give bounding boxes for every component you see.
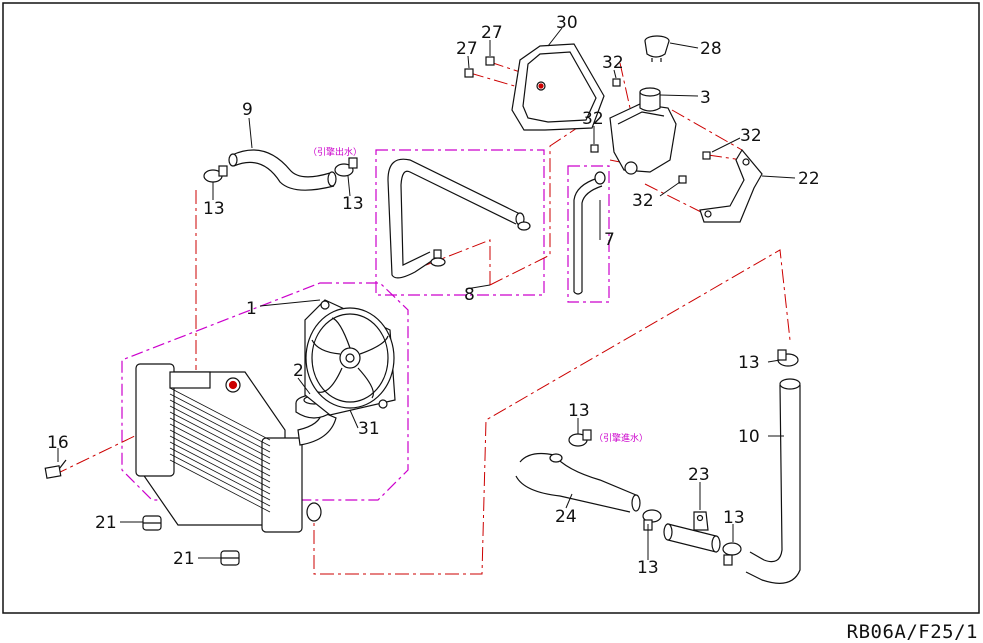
bolt-32-b [590, 144, 599, 153]
callout-27-b: 27 [481, 23, 503, 43]
leader-32-c [711, 137, 741, 153]
leader-radiator-to-hose10 [313, 249, 791, 575]
bolt-32-d [678, 175, 687, 184]
hose-clamp-13-d [642, 509, 662, 531]
bolt-27-a [464, 68, 474, 78]
leader-hose8-clamp [425, 239, 491, 285]
leader-bolt32d [644, 183, 708, 216]
callout-8: 8 [464, 285, 475, 305]
callout-32-c: 32 [740, 126, 762, 146]
leader-bolt32a [619, 62, 631, 109]
cooling-fan [304, 299, 396, 416]
callout-22: 22 [798, 169, 820, 189]
hose-24 [515, 452, 641, 513]
hose-10 [745, 378, 801, 584]
callout-1: 1 [246, 299, 257, 319]
leader-30 [547, 27, 563, 47]
hose-clamp-13-f [777, 349, 799, 367]
leader-3 [659, 94, 699, 97]
callout-27-a: 27 [456, 39, 478, 59]
callout-23: 23 [688, 465, 710, 485]
leader-1 [259, 299, 321, 307]
hose-8-clamp-lower [430, 249, 446, 267]
leader-24 [565, 493, 573, 509]
hose-clamp-13-e [722, 542, 742, 566]
leader-13-b [347, 175, 351, 197]
callout-2: 2 [293, 361, 304, 381]
callout-24: 24 [555, 507, 577, 527]
leader-28 [669, 42, 699, 49]
joint-pipe-23 [663, 511, 721, 553]
note-engine-outlet: （引擎出水） [308, 146, 362, 158]
leader-9 [248, 117, 253, 149]
hose-clamp-13-b [334, 157, 358, 177]
bolt-32-a [612, 78, 621, 87]
leader-13-f [767, 359, 781, 363]
group-outline-hose-8 [375, 149, 545, 296]
callout-9: 9 [242, 100, 253, 120]
leader-hose8-to-tank [489, 115, 596, 286]
callout-13-f: 13 [738, 353, 760, 373]
callout-21-a: 21 [95, 513, 117, 533]
hose-8 [387, 158, 525, 279]
callout-16: 16 [47, 433, 69, 453]
radiator [135, 363, 337, 533]
grommet-21-a [142, 515, 162, 531]
leader-31 [349, 409, 359, 429]
leader-8 [465, 284, 491, 290]
callout-32-b: 32 [582, 109, 604, 129]
bolt-27-b [485, 56, 495, 66]
reservoir-cover-30 [511, 43, 605, 131]
leader-tank-bracket [671, 109, 743, 151]
bracket-22 [699, 148, 763, 223]
leader-32-d [659, 181, 681, 197]
callout-13-b: 13 [342, 194, 364, 214]
callout-3: 3 [700, 88, 711, 108]
drawing-code: RB06A/F25/1 [847, 621, 978, 643]
reservoir-tank-3 [609, 87, 677, 175]
callout-10: 10 [738, 427, 760, 447]
hose-clamp-13-c [568, 429, 592, 447]
hose-clamp-13-a [203, 165, 228, 183]
reservoir-cap-28 [644, 35, 670, 62]
callout-32-a: 32 [602, 53, 624, 73]
hose-9 [228, 149, 337, 191]
leader-32-a [613, 69, 617, 79]
callout-13-e: 13 [723, 508, 745, 528]
group-outline-hose-7 [567, 165, 610, 303]
hose-7-clamp [594, 171, 606, 185]
leader-2 [297, 377, 311, 395]
hose-8-clamp-upper [517, 221, 531, 231]
callout-30: 30 [556, 13, 578, 33]
callout-21-b: 21 [173, 549, 195, 569]
callout-28: 28 [700, 39, 722, 59]
callout-7: 7 [604, 230, 615, 250]
callout-13-a: 13 [203, 199, 225, 219]
group-outline-radiator-assy [121, 282, 409, 501]
bolt-16 [44, 459, 67, 479]
hose-7 [573, 177, 603, 295]
leader-22 [761, 175, 796, 179]
callout-13-c: 13 [568, 401, 590, 421]
diagram-frame [2, 2, 980, 614]
callout-31: 31 [358, 419, 380, 439]
bolt-32-c [702, 151, 711, 160]
note-engine-inlet: （引擎進水） [594, 432, 648, 444]
callout-13-d: 13 [637, 558, 659, 578]
grommet-21-b [220, 550, 240, 566]
leader-27-a [467, 55, 470, 69]
callout-32-d: 32 [632, 191, 654, 211]
